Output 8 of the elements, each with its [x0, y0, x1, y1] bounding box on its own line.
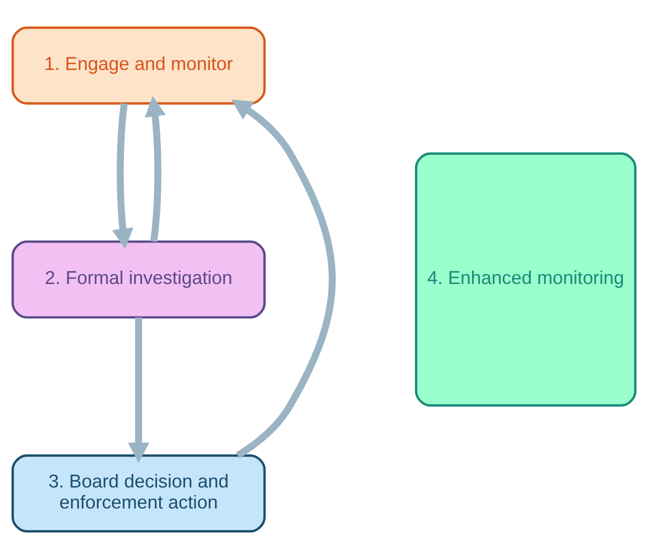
node-box: 1. Engage and monitor [12, 26, 266, 105]
arrow [231, 100, 336, 458]
arrow [144, 96, 166, 242]
node-box: 3. Board decision and enforcement action [12, 454, 266, 532]
node-box: 2. Formal investigation [12, 240, 266, 319]
arrow [128, 318, 150, 463]
node-box: 4. Enhanced monitoring [414, 152, 636, 407]
arrow [112, 103, 134, 249]
